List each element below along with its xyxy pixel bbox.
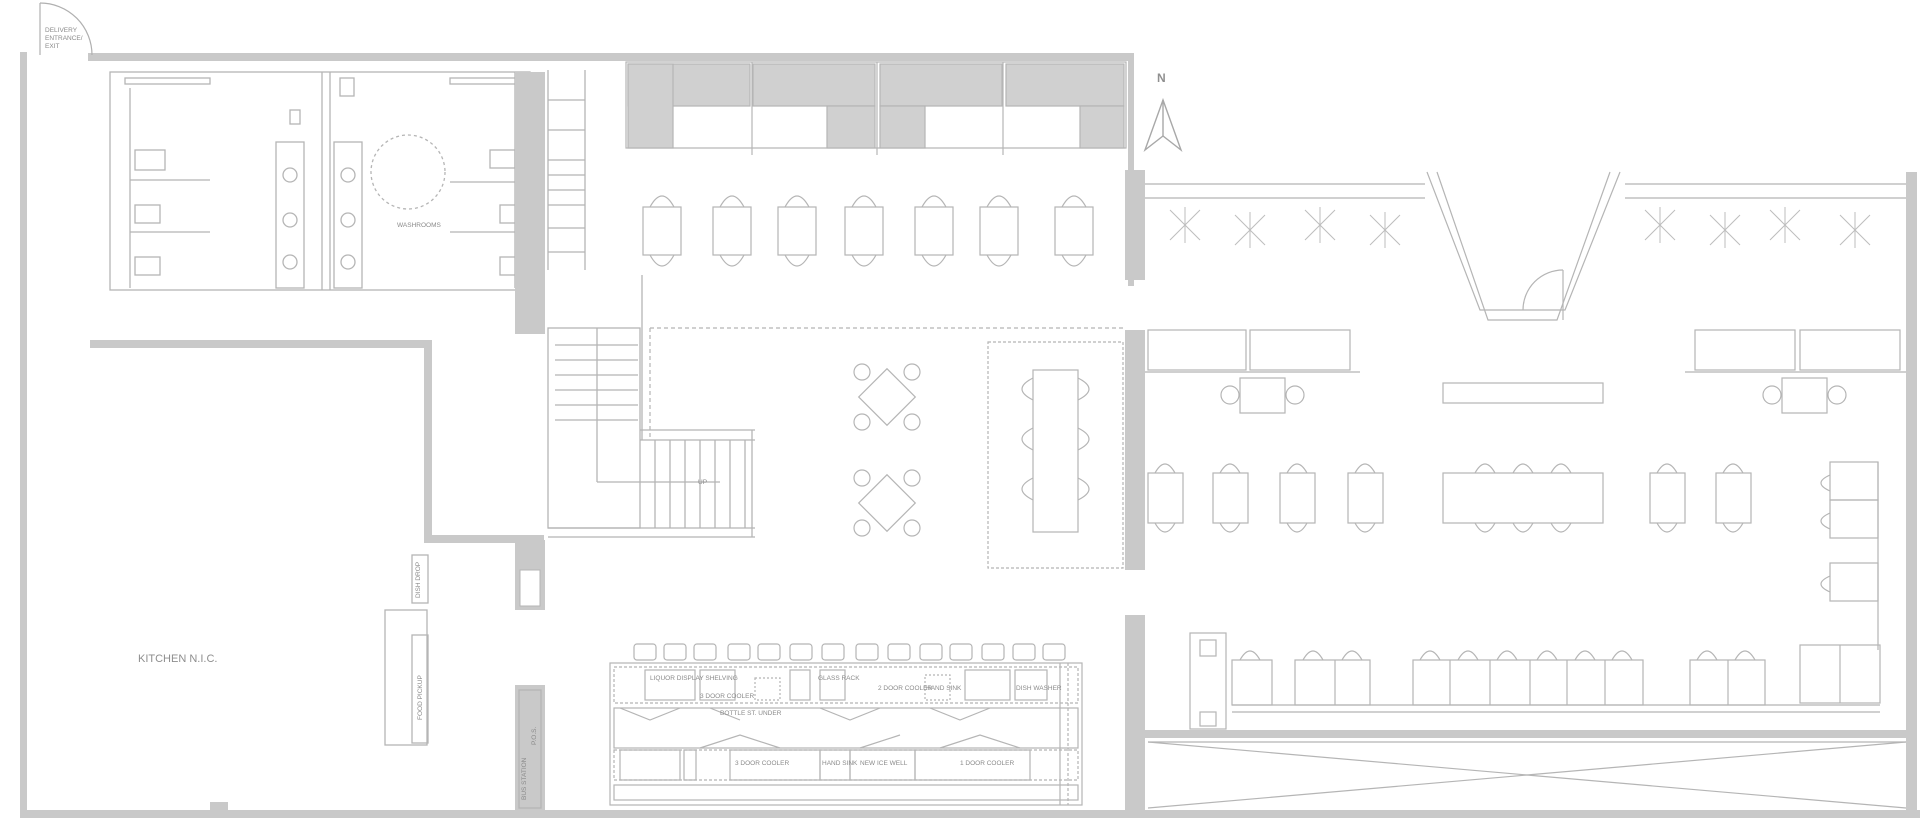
bottle-storage-label: BOTTLE ST. UNDER	[720, 710, 782, 717]
two-door-cooler-label: 2 DOOR COOLER	[878, 685, 932, 692]
table-row-top	[642, 195, 1094, 267]
food-pickup-label: FOOD PICKUP	[417, 675, 424, 720]
hand-sink-bottom-label: HAND SINK	[822, 760, 858, 767]
washroom-walls	[515, 72, 545, 334]
bar-labels: LIQUOR DISPLAY SHELVING 3 DOOR COOLER GL…	[650, 675, 1062, 767]
three-door-cooler-top-label: 3 DOOR COOLER	[700, 693, 754, 700]
bus-station-label: BUS STATION	[521, 757, 528, 800]
delivery-label-1: DELIVERY	[45, 27, 78, 34]
three-door-cooler-bottom-label: 3 DOOR COOLER	[735, 760, 789, 767]
north-label: N	[1157, 71, 1166, 85]
delivery-label-2: ENTRANCE/	[45, 35, 83, 42]
hand-sink-top-label: HAND SINK	[926, 685, 962, 692]
new-ice-well-label: NEW ICE WELL	[860, 760, 908, 767]
bar-counter	[609, 643, 1083, 806]
central-dining	[649, 327, 1125, 569]
washrooms-label: WASHROOMS	[397, 222, 441, 229]
pickup-counters	[384, 554, 429, 746]
north-arrow-icon	[1143, 97, 1183, 153]
banquettes	[625, 61, 1127, 155]
columns	[515, 170, 1145, 815]
patio-planters	[1145, 171, 1906, 321]
one-door-cooler-label: 1 DOOR COOLER	[960, 760, 1014, 767]
delivery-door	[39, 2, 93, 56]
bus-station	[518, 689, 542, 809]
kitchen-walls	[90, 340, 544, 812]
delivery-label-3: EXIT	[45, 43, 59, 50]
stair-up-label: UP	[698, 479, 707, 486]
east-dining	[1145, 329, 1906, 730]
dish-drop-label: DISH DROP	[415, 562, 422, 598]
pos-label: P.O.S.	[531, 726, 538, 745]
south-patio	[1145, 730, 1907, 809]
dish-washer-label: DISH WASHER	[1016, 685, 1062, 692]
stairs	[547, 70, 755, 538]
glass-rack-label: GLASS RACK	[818, 675, 860, 682]
kitchen-label: KITCHEN N.I.C.	[138, 653, 217, 665]
liquor-display-label: LIQUOR DISPLAY SHELVING	[650, 675, 738, 682]
washrooms-block	[109, 71, 531, 291]
